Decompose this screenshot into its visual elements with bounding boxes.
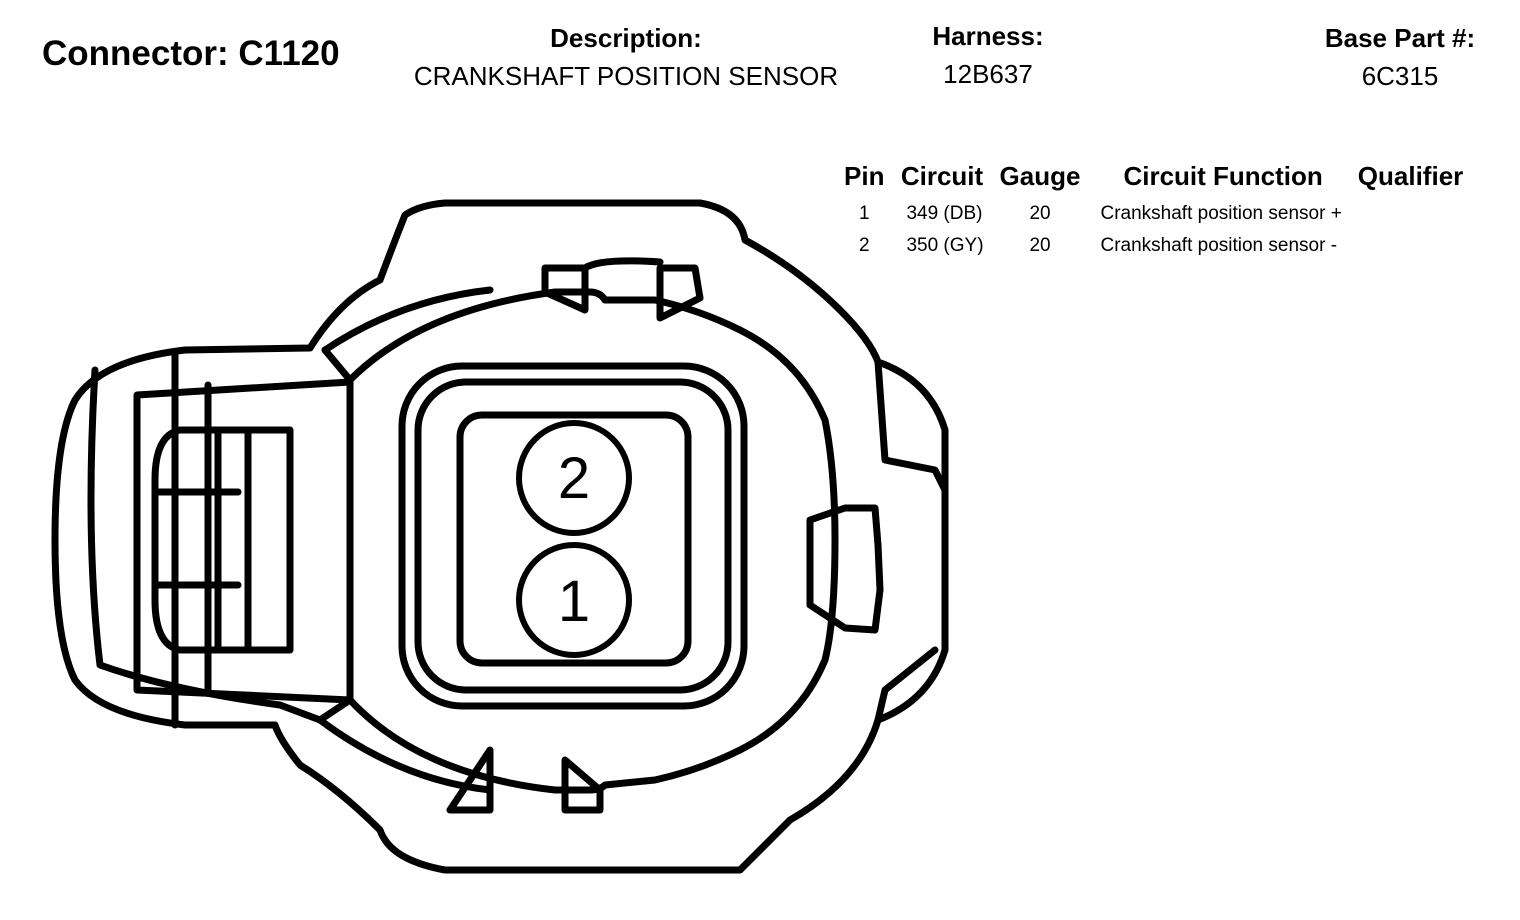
right-latch [806,504,884,634]
base-part-block: Base Part #: 6C315 [1310,22,1490,92]
description-block: Description: CRANKSHAFT POSITION SENSOR [396,22,856,92]
harness-value: 12B637 [943,59,1033,89]
body-inner-rect [456,411,692,667]
body-mid-rect [414,378,732,694]
table-row: 2 350 (GY) 20 Crankshaft position sensor… [836,230,1471,262]
top-key-bridge [581,257,664,272]
left-latch-frame [133,378,354,704]
pin-1-cavity [516,542,632,658]
row-pin: 2 [858,235,870,256]
header-circuit: Circuit [900,161,984,191]
top-key [541,264,589,314]
shroud-ring-2-top [321,286,494,354]
description-label: Description: [550,23,702,53]
pin-2-cavity [516,420,632,536]
row-gauge: 20 [1029,203,1051,224]
header-pin: Pin [844,161,885,191]
body-outer-rect [398,362,748,710]
shroud-inner [321,346,354,384]
shroud-ring-2 [316,716,494,794]
bottom-key [446,746,494,814]
row-gauge: 20 [1029,235,1051,256]
shroud-inner-bottom [316,696,354,724]
housing-right-ear [874,358,949,494]
harness-block: Harness: 12B637 [910,20,1066,90]
header-circuit-function: Circuit Function [1123,161,1323,191]
bottom-key-right [561,756,604,814]
connector-title: Connector: C1120 [42,34,340,73]
latch-tab-outer [151,426,294,654]
pin-table-header: Pin Circuit Gauge Circuit Function Quali… [836,158,1471,198]
row-function: Crankshaft position sensor + [1100,203,1342,224]
row-pin: 1 [858,203,870,224]
harness-label: Harness: [932,21,1044,51]
header-qualifier: Qualifier [1357,161,1464,191]
description-value: CRANKSHAFT POSITION SENSOR [413,61,839,91]
header-gauge: Gauge [999,161,1081,191]
table-row: 1 349 (DB) 20 Crankshaft position sensor… [836,198,1471,230]
pin-table: Pin Circuit Gauge Circuit Function Quali… [836,158,1471,262]
pin-2-label: 2 [558,446,590,511]
housing-right-ear-lower [874,646,939,724]
row-function: Crankshaft position sensor - [1100,235,1338,256]
row-circuit: 349 (DB) [906,203,983,224]
base-part-value: 6C315 [1361,61,1439,91]
pin-1-label: 1 [558,569,590,634]
top-key-right [656,264,704,322]
row-circuit: 350 (GY) [906,235,984,256]
base-part-label: Base Part #: [1324,23,1476,53]
